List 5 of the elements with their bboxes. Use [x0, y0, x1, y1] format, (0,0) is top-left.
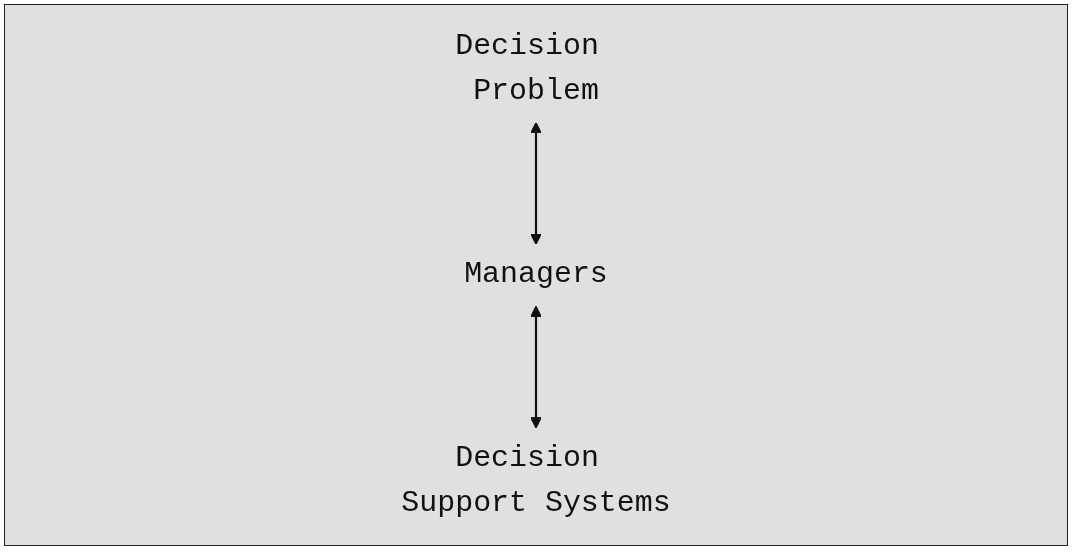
node-text: Decision Problem: [455, 29, 599, 109]
arrow: [530, 122, 542, 245]
node-text: Decision Support Systems: [401, 441, 671, 521]
node-text: Managers: [464, 258, 608, 292]
arrow: [530, 305, 542, 429]
